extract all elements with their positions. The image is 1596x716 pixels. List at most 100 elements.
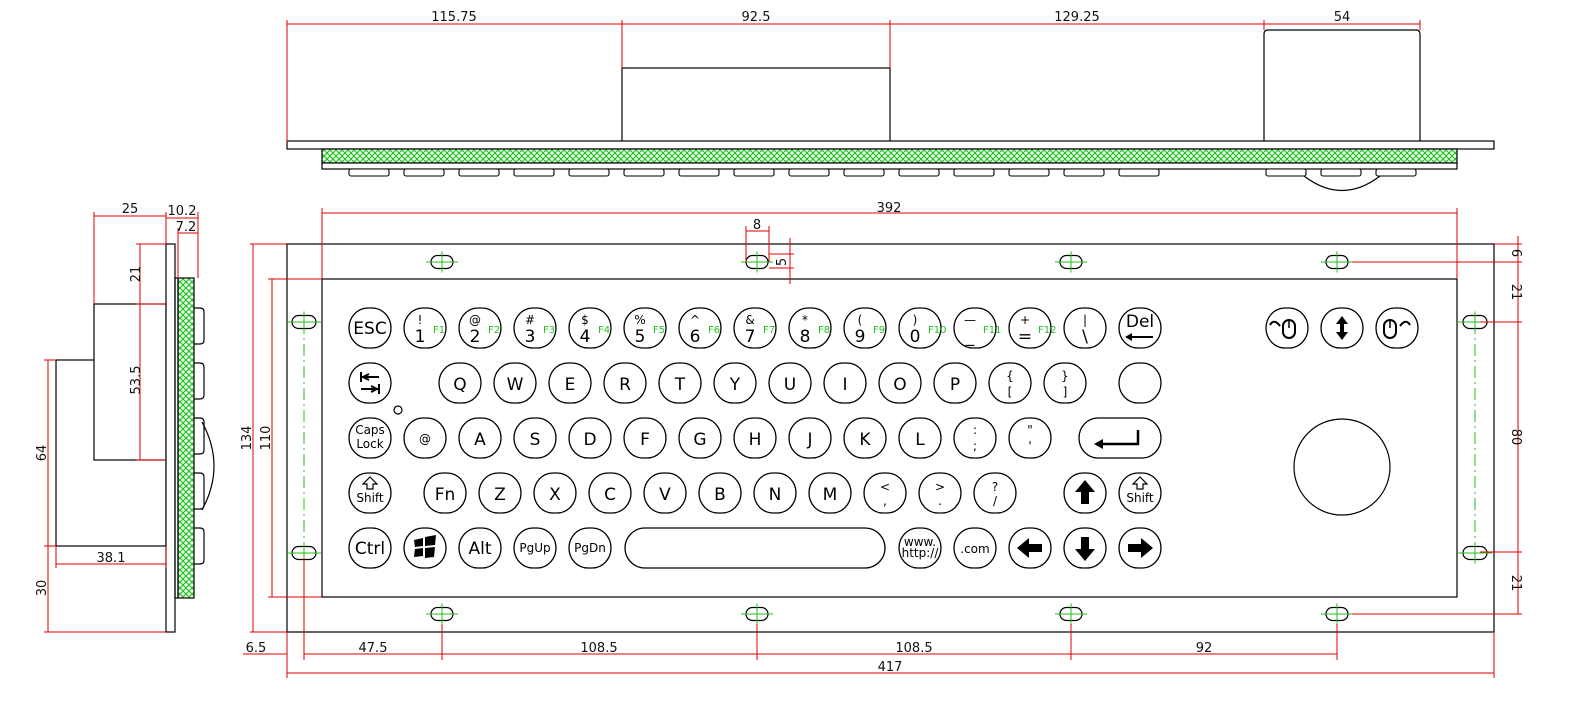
key-row3-7[interactable]: K bbox=[843, 417, 887, 459]
dim-115-75: 115.75 bbox=[431, 10, 477, 25]
key-row2-5[interactable]: Y bbox=[713, 362, 757, 404]
mounting-hole bbox=[1458, 542, 1492, 564]
key-label: R bbox=[619, 375, 631, 395]
key-row2-8[interactable]: O bbox=[878, 362, 922, 404]
key-row1-11[interactable]: —_F11 bbox=[953, 307, 1001, 349]
key-alt[interactable]: Alt bbox=[458, 527, 502, 569]
mounting-hole bbox=[426, 251, 458, 273]
shift-icon bbox=[1131, 476, 1149, 490]
key-shift-left[interactable]: Shift bbox=[348, 472, 392, 514]
mouse-right-click-button[interactable] bbox=[1375, 307, 1419, 349]
key-row3-9[interactable]: :; bbox=[953, 417, 997, 459]
top-key-stub bbox=[1008, 168, 1050, 177]
key-windows[interactable] bbox=[403, 527, 447, 569]
key-row4-7[interactable]: <, bbox=[863, 472, 907, 514]
key-www[interactable]: www.http:// bbox=[898, 527, 942, 569]
key-row3-0[interactable]: A bbox=[458, 417, 502, 459]
key-row2-4[interactable]: T bbox=[658, 362, 702, 404]
key-label: 0 bbox=[910, 327, 921, 347]
key-fn-label: F3 bbox=[543, 325, 555, 336]
key-shift-label: ( bbox=[858, 313, 863, 327]
key-page-up[interactable]: PgUp bbox=[513, 527, 557, 569]
key-arrow-left[interactable] bbox=[1008, 527, 1052, 569]
key-row3-3[interactable]: F bbox=[623, 417, 667, 459]
key-space[interactable] bbox=[624, 527, 886, 569]
top-view-block-right bbox=[1263, 29, 1421, 142]
key-ctrl[interactable]: Ctrl bbox=[348, 527, 392, 569]
key-row4-1[interactable]: X bbox=[533, 472, 577, 514]
key-at[interactable]: @ bbox=[403, 417, 447, 459]
key-row2-9[interactable]: P bbox=[933, 362, 977, 404]
key-row1-13[interactable]: |\ bbox=[1063, 307, 1107, 349]
key-row2-10[interactable]: {[ bbox=[988, 362, 1032, 404]
key-row3-6[interactable]: J bbox=[788, 417, 832, 459]
key-row1-12[interactable]: +=F12 bbox=[1008, 307, 1056, 349]
key-tab[interactable] bbox=[348, 362, 392, 404]
key-row4-3[interactable]: V bbox=[643, 472, 687, 514]
key-row2-1[interactable]: W bbox=[493, 362, 537, 404]
key-row1-14[interactable]: Del bbox=[1118, 307, 1162, 349]
dim-6-5: 6.5 bbox=[246, 641, 267, 656]
key-shift-label: % bbox=[634, 313, 645, 327]
key-row3-8[interactable]: L bbox=[898, 417, 942, 459]
key-row4-9[interactable]: ?/ bbox=[973, 472, 1017, 514]
key-shift-label: — bbox=[964, 313, 976, 327]
key-label: D bbox=[583, 430, 596, 450]
key-label: Z bbox=[494, 485, 506, 505]
mouse-scroll-button[interactable] bbox=[1320, 307, 1364, 349]
key-label: U bbox=[784, 375, 796, 395]
key-row4-4[interactable]: B bbox=[698, 472, 742, 514]
mouse-left-click-button[interactable] bbox=[1265, 307, 1309, 349]
key-page-down[interactable]: PgDn bbox=[568, 527, 612, 569]
side-view bbox=[55, 243, 215, 633]
key-shift-label: } bbox=[1061, 369, 1069, 383]
key-row4-0[interactable]: Z bbox=[478, 472, 522, 514]
key-row3-2[interactable]: D bbox=[568, 417, 612, 459]
key-row1-0[interactable]: ESC bbox=[348, 307, 392, 349]
key-row3-10[interactable]: "' bbox=[1008, 417, 1052, 459]
key-fn-label: F5 bbox=[653, 325, 665, 336]
key-row4-2[interactable]: C bbox=[588, 472, 632, 514]
key-enter[interactable] bbox=[1078, 417, 1162, 459]
key-arrow-right[interactable] bbox=[1118, 527, 1162, 569]
key-dotcom[interactable]: .com bbox=[953, 527, 997, 569]
side-view-gasket bbox=[177, 277, 195, 599]
key-row4-5[interactable]: N bbox=[753, 472, 797, 514]
key-row2-11[interactable]: }] bbox=[1043, 362, 1087, 404]
key-arrow-down[interactable] bbox=[1063, 527, 1107, 569]
key-row2-12[interactable] bbox=[1118, 362, 1162, 404]
arrow-right-icon bbox=[1128, 538, 1153, 558]
key-row2-2[interactable]: E bbox=[548, 362, 592, 404]
key-row4-8[interactable]: >. bbox=[918, 472, 962, 514]
key-row2-6[interactable]: U bbox=[768, 362, 812, 404]
key-shift-right[interactable]: Shift bbox=[1118, 472, 1162, 514]
key-fn[interactable]: Fn bbox=[423, 472, 467, 514]
key-shift-label: & bbox=[745, 313, 754, 327]
key-row4-6[interactable]: M bbox=[808, 472, 852, 514]
key-fn-label: F12 bbox=[1038, 325, 1056, 336]
key-row2-3[interactable]: R bbox=[603, 362, 647, 404]
key-row3-1[interactable]: S bbox=[513, 417, 557, 459]
key-row2-0[interactable]: Q bbox=[438, 362, 482, 404]
mounting-hole bbox=[741, 603, 773, 625]
front-view-dimensions bbox=[243, 208, 1522, 678]
key-label: Shift bbox=[356, 491, 384, 505]
key-row3-4[interactable]: G bbox=[678, 417, 722, 459]
key-row3-5[interactable]: H bbox=[733, 417, 777, 459]
top-key-stub bbox=[898, 168, 940, 177]
key-arrow-up[interactable] bbox=[1063, 472, 1107, 514]
key-label: O bbox=[893, 375, 906, 395]
key-row2-7[interactable]: I bbox=[823, 362, 867, 404]
